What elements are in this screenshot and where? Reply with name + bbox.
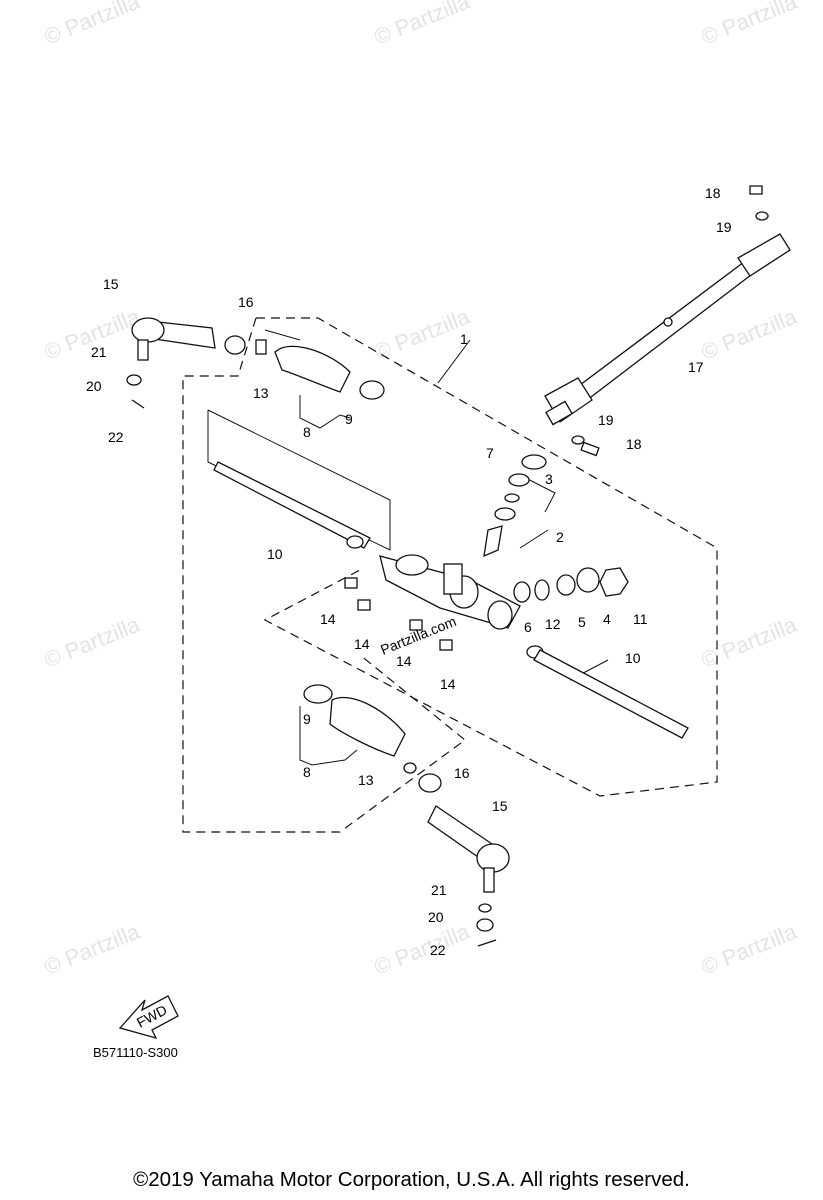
callout-14: 14 <box>320 611 336 627</box>
callout-8: 8 <box>303 424 311 440</box>
watermark: © Partzilla <box>371 918 474 979</box>
watermark: © Partzilla <box>41 0 144 50</box>
callout-1: 1 <box>460 331 468 347</box>
callout-19: 19 <box>716 219 732 235</box>
diagram-code: B571110-S300 <box>93 1045 178 1060</box>
callout-13: 13 <box>358 772 374 788</box>
callout-9: 9 <box>303 711 311 727</box>
lower-tie-rod-group <box>303 645 689 947</box>
watermark: © Partzilla <box>698 303 801 364</box>
assembly-outline <box>182 317 718 833</box>
watermark-layer: © Partzilla © Partzilla © Partzilla © Pa… <box>41 0 801 980</box>
watermark: © Partzilla <box>698 918 801 979</box>
callout-16: 16 <box>238 294 254 310</box>
shaft-fasteners <box>571 185 769 457</box>
rack-housing <box>344 554 521 651</box>
callout-19: 19 <box>598 412 614 428</box>
watermark: © Partzilla <box>41 918 144 979</box>
callout-9: 9 <box>345 411 353 427</box>
callout-14: 14 <box>396 653 412 669</box>
watermark: © Partzilla <box>41 611 144 672</box>
pinion-parts <box>483 454 547 558</box>
callout-22: 22 <box>108 429 124 445</box>
callout-3: 3 <box>545 471 553 487</box>
adjuster-parts <box>513 567 629 603</box>
callout-2: 2 <box>556 529 564 545</box>
callout-12: 12 <box>545 616 561 632</box>
callout-21: 21 <box>91 344 107 360</box>
fwd-arrow: FWD <box>118 995 179 1040</box>
watermark: © Partzilla <box>698 611 801 672</box>
callout-10: 10 <box>267 546 283 562</box>
watermark: © Partzilla <box>371 0 474 50</box>
callout-17: 17 <box>688 359 704 375</box>
callout-6: 6 <box>524 619 532 635</box>
callout-16: 16 <box>454 765 470 781</box>
callout-7: 7 <box>486 445 494 461</box>
callouts: 1 2 3 4 5 6 7 8 9 10 11 12 13 14 15 16 1… <box>86 185 732 958</box>
callout-21: 21 <box>431 882 447 898</box>
callout-18: 18 <box>626 436 642 452</box>
watermark: © Partzilla <box>698 0 801 50</box>
leader-lines <box>207 329 609 766</box>
upper-tie-rod-group <box>126 317 385 549</box>
callout-20: 20 <box>428 909 444 925</box>
callout-8: 8 <box>303 764 311 780</box>
callout-14: 14 <box>354 636 370 652</box>
callout-4: 4 <box>603 611 611 627</box>
callout-15: 15 <box>492 798 508 814</box>
callout-14: 14 <box>440 676 456 692</box>
callout-20: 20 <box>86 378 102 394</box>
callout-11: 11 <box>633 611 648 627</box>
copyright: ©2019 Yamaha Motor Corporation, U.S.A. A… <box>133 1168 690 1191</box>
callout-15: 15 <box>103 276 119 292</box>
steering-shaft <box>544 233 791 426</box>
callout-10: 10 <box>625 650 641 666</box>
callout-18: 18 <box>705 185 721 201</box>
callout-22: 22 <box>430 942 446 958</box>
callout-5: 5 <box>578 614 586 630</box>
callout-13: 13 <box>253 385 269 401</box>
